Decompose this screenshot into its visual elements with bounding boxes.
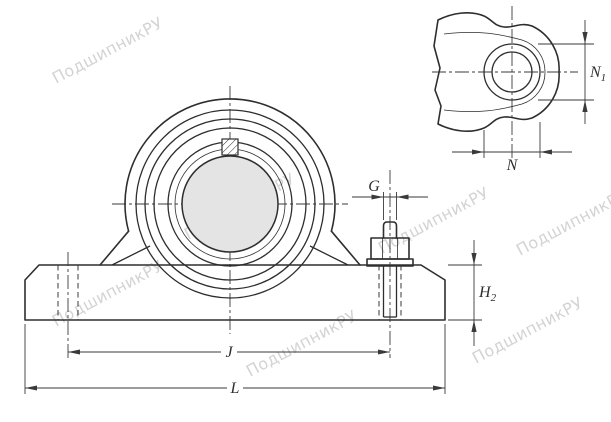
bearing-circles (135, 109, 325, 299)
dim-label-H2: H2 (478, 284, 497, 304)
end-cap-inner-contour (443, 32, 546, 112)
base-outline (24, 264, 446, 321)
bolt-hole-left (57, 252, 79, 358)
watermark-text: ПодшипникРУ (375, 183, 492, 257)
dim-label-N1: N1 (589, 64, 606, 84)
end-cap-outline (433, 11, 560, 133)
dim-label-J: J (225, 344, 233, 361)
watermark-layer: ПодшипникРУ ПодшипникРУ ПодшипникРУ Подш… (49, 13, 611, 380)
dim-L: L (24, 324, 446, 397)
watermark-text: ПодшипникРУ (49, 13, 166, 87)
dim-N1: N1 (538, 20, 606, 124)
watermark-text: ПодшипникРУ (469, 293, 586, 367)
side-centerlines (432, 6, 578, 160)
lube-hole-inner (491, 51, 533, 93)
watermark-text: ПодшипникРУ (513, 185, 611, 259)
dim-H2: H2 (448, 240, 497, 346)
bolt-washer (366, 258, 414, 267)
dim-J: J (68, 344, 390, 361)
dim-label-N: N (506, 157, 519, 174)
dim-label-L: L (230, 380, 240, 397)
dim-G: G (352, 178, 428, 220)
shaft-bore (181, 155, 279, 253)
front-view (24, 86, 446, 358)
lube-hole-outer (483, 43, 541, 101)
bolt-tip (382, 221, 398, 239)
side-view (432, 6, 578, 160)
dim-label-G: G (368, 178, 380, 195)
housing-arch (99, 98, 361, 266)
set-screw (221, 138, 239, 156)
dim-N: N (452, 122, 572, 174)
watermark-text: ПодшипникРУ (243, 306, 360, 380)
anchor-bolt (366, 170, 414, 358)
